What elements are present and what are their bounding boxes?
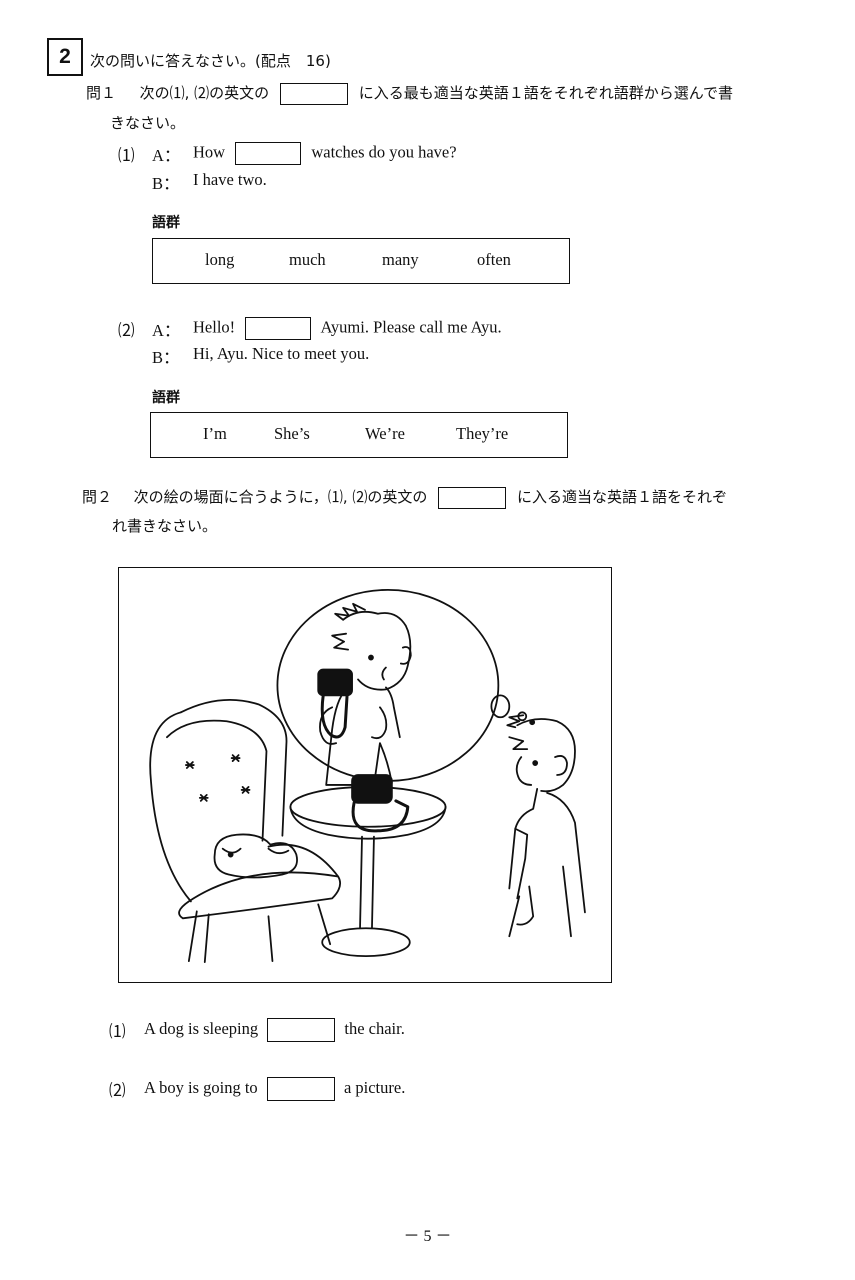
q1-instruction-c: きなさい。 [110,114,186,132]
photographer-boy [317,602,412,786]
q1-instruction-line1: 問１ 次の⑴, ⑵の英文の に入る最も適当な英語１語をそれぞれ語群から選んで書 [86,82,733,105]
q1-item2-b-text: Hi, Ayu. Nice to meet you. [193,344,370,363]
question-number: 2 [59,45,71,68]
q1-instruction-b: に入る最も適当な英語１語をそれぞれ語群から選んで書 [358,84,733,102]
thought-bubble [276,588,500,782]
q1-item2-line-a: Hello! Ayumi. Please call me Ayu. [193,317,502,340]
question-instruction: 次の問いに答えなさい。(配点 16) [90,52,331,70]
q2-instruction-line1: 問２ 次の絵の場面に合うように，⑴, ⑵の英文の に入る適当な英語１語をそれぞ [82,486,727,509]
q2-item1-line: A dog is sleeping the chair. [144,1018,405,1042]
q2-item1-after: the chair. [344,1018,405,1038]
q1-item1-word: long [205,250,235,269]
q1-item2-num: ⑵ [118,321,135,340]
q2-item1-before: A dog is sleeping [144,1018,259,1038]
standing-boy [506,714,586,938]
q1-item1-wordbank: long much many often [152,238,570,284]
q2-label: 問２ [82,488,113,506]
q2-item2-num: ⑵ [109,1081,126,1100]
question-number-box: 2 [47,38,83,76]
q2-item1-answer-blank[interactable] [267,1018,336,1042]
q1-item2-word: She’s [274,424,310,443]
q1-item1-word: much [289,250,326,269]
q2-instruction-c: れ書きなさい。 [112,517,218,535]
q1-item1-answer-blank[interactable] [235,142,302,165]
q1-item1-a-before: How [193,142,226,162]
scene-drawing [149,588,586,963]
q2-item2-line: A boy is going to a picture. [144,1077,405,1101]
q1-item1-b-text: I have two. [193,170,267,189]
q1-item1-word: many [382,250,419,269]
q1-item2-word: We’re [365,424,405,443]
q1-item2-wordbank: I’m She’s We’re They’re [150,412,568,458]
q1-item1-a-label: A： [152,146,181,165]
q1-item2-answer-blank[interactable] [245,317,312,340]
camera-on-table [351,774,393,804]
q1-instruction-blank [279,82,348,105]
q1-item1-num: ⑴ [118,146,135,165]
q2-item2-answer-blank[interactable] [266,1077,335,1101]
q1-item2-a-label: A： [152,321,181,340]
round-table [289,774,447,958]
q1-item2-wordbank-title: 語群 [152,390,180,406]
sleeping-dog [213,833,298,879]
q2-instruction-b: に入る適当な英語１語をそれぞ [516,488,727,506]
scene-illustration [118,567,612,983]
q2-item2-before: A boy is going to [144,1077,258,1097]
camera-in-bubble [317,668,353,697]
q1-instruction-a: 次の⑴, ⑵の英文の [139,84,270,102]
q2-item2-after: a picture. [343,1077,406,1097]
q1-item2-b-label: B： [152,348,180,367]
q1-item2-a-before: Hello! [193,317,236,337]
q1-item2-a-after: Ayumi. Please call me Ayu. [320,317,502,337]
q2-item1-num: ⑴ [109,1022,126,1041]
thought-bubble-dot-large [490,694,511,719]
q1-item2-word: They’re [456,424,509,443]
q1-item1-a-after: watches do you have? [311,142,457,162]
q1-item2-word: I’m [203,424,227,443]
q2-instruction-blank [438,486,507,509]
q1-label: 問１ [86,84,117,102]
q1-item1-wordbank-title: 語群 [152,215,180,231]
q1-item1-line-a: How watches do you have? [193,142,457,165]
q1-item1-b-label: B： [152,174,180,193]
page-number: － 5 － [403,1228,452,1245]
q2-instruction-a: 次の絵の場面に合うように，⑴, ⑵の英文の [133,488,428,506]
armchair [149,698,341,963]
q1-item1-word: often [477,250,511,269]
